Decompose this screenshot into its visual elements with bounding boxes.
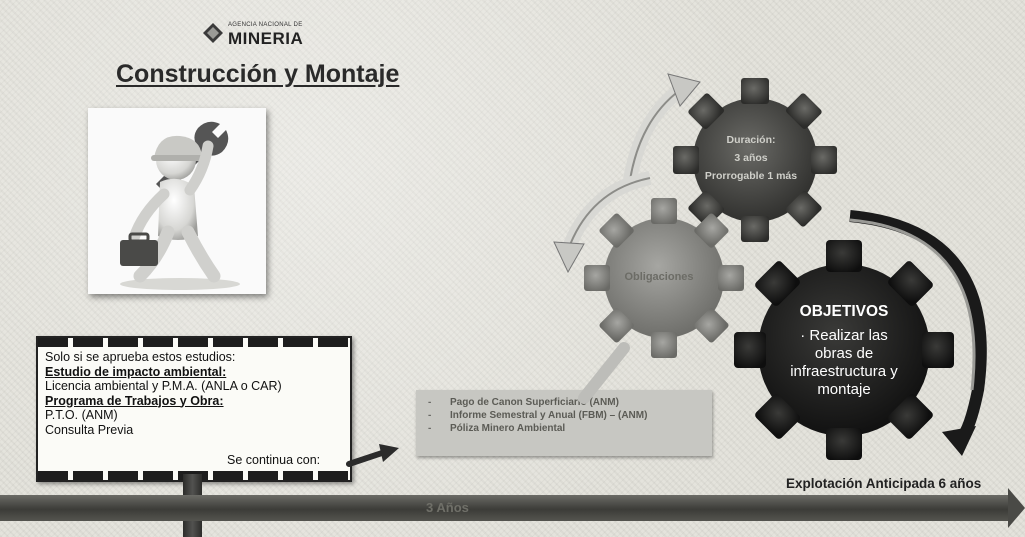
page-title: Construcción y Montaje [116,60,400,88]
requirement-item-license: Licencia ambiental y P.M.A. (ANLA o CAR) [45,379,282,393]
next-stage-label: Explotación Anticipada 6 años [786,476,982,491]
gear-obligations [578,198,744,404]
hazard-stripe-top [38,338,350,347]
objectives-line-1: · Realizar las [800,327,888,344]
requirements-intro: Solo si se aprueba estos estudios: [45,350,236,364]
anm-logo: AGENCIA NACIONAL DE MINERIA [200,20,330,52]
logo-brand-text: MINERIA [228,29,304,48]
cycle-arrow-down-icon [553,171,652,274]
timeline-duration-label: 3 Años [426,500,469,515]
continue-label: Se continua con: [227,453,321,467]
gear-duration-text: Duración: 3 años Prorrogable 1 más [686,131,816,185]
timeline-arrow-icon [1008,488,1025,528]
requirement-heading-impact: Estudio de impacto ambiental: [45,364,227,379]
objectives-line-3: infraestructura y [790,363,898,380]
gear-duration [673,78,837,242]
timeline-bar [0,495,1010,521]
obligations-list-box: Pago de Canon Superficiario (ANM) Inform… [416,390,712,456]
obligation-item: Póliza Minero Ambiental [428,422,712,435]
requirement-heading-pto: Programa de Trabajos y Obra: [45,393,224,408]
duration-extension: Prorrogable 1 más [704,170,798,182]
worker-illustration [88,108,266,294]
logo-diamond-icon [203,23,223,43]
obligation-item: Informe Semestral y Anual (FBM) – (ANM) [428,409,712,422]
duration-title: Duración: [726,134,776,146]
logo-agency-text: AGENCIA NACIONAL DE [228,22,303,28]
gears-diagram [553,73,987,460]
gear-objectives [734,240,954,460]
objectives-line-4: montaje [817,381,871,398]
obligation-item: Pago de Canon Superficiario (ANM) [428,396,712,409]
objectives-line-2: obras de [814,345,874,362]
requirements-box: Solo si se aprueba estos estudios: Estud… [36,336,352,482]
requirement-item-pto: P.T.O. (ANM) [45,408,118,422]
continue-arrow-icon [346,444,399,467]
duration-years: 3 años [734,152,768,164]
requirement-item-consulta: Consulta Previa [45,422,134,437]
objectives-title: OBJETIVOS [799,303,889,320]
gear-objectives-text: OBJETIVOS · Realizar las obras de infrae… [760,303,928,399]
cycle-arrow-up-icon [623,73,701,182]
requirements-list: Solo si se aprueba estos estudios: Estud… [45,350,282,437]
cycle-arrow-right-icon [849,210,987,456]
gear-obligations-label: Obligaciones [624,271,694,283]
